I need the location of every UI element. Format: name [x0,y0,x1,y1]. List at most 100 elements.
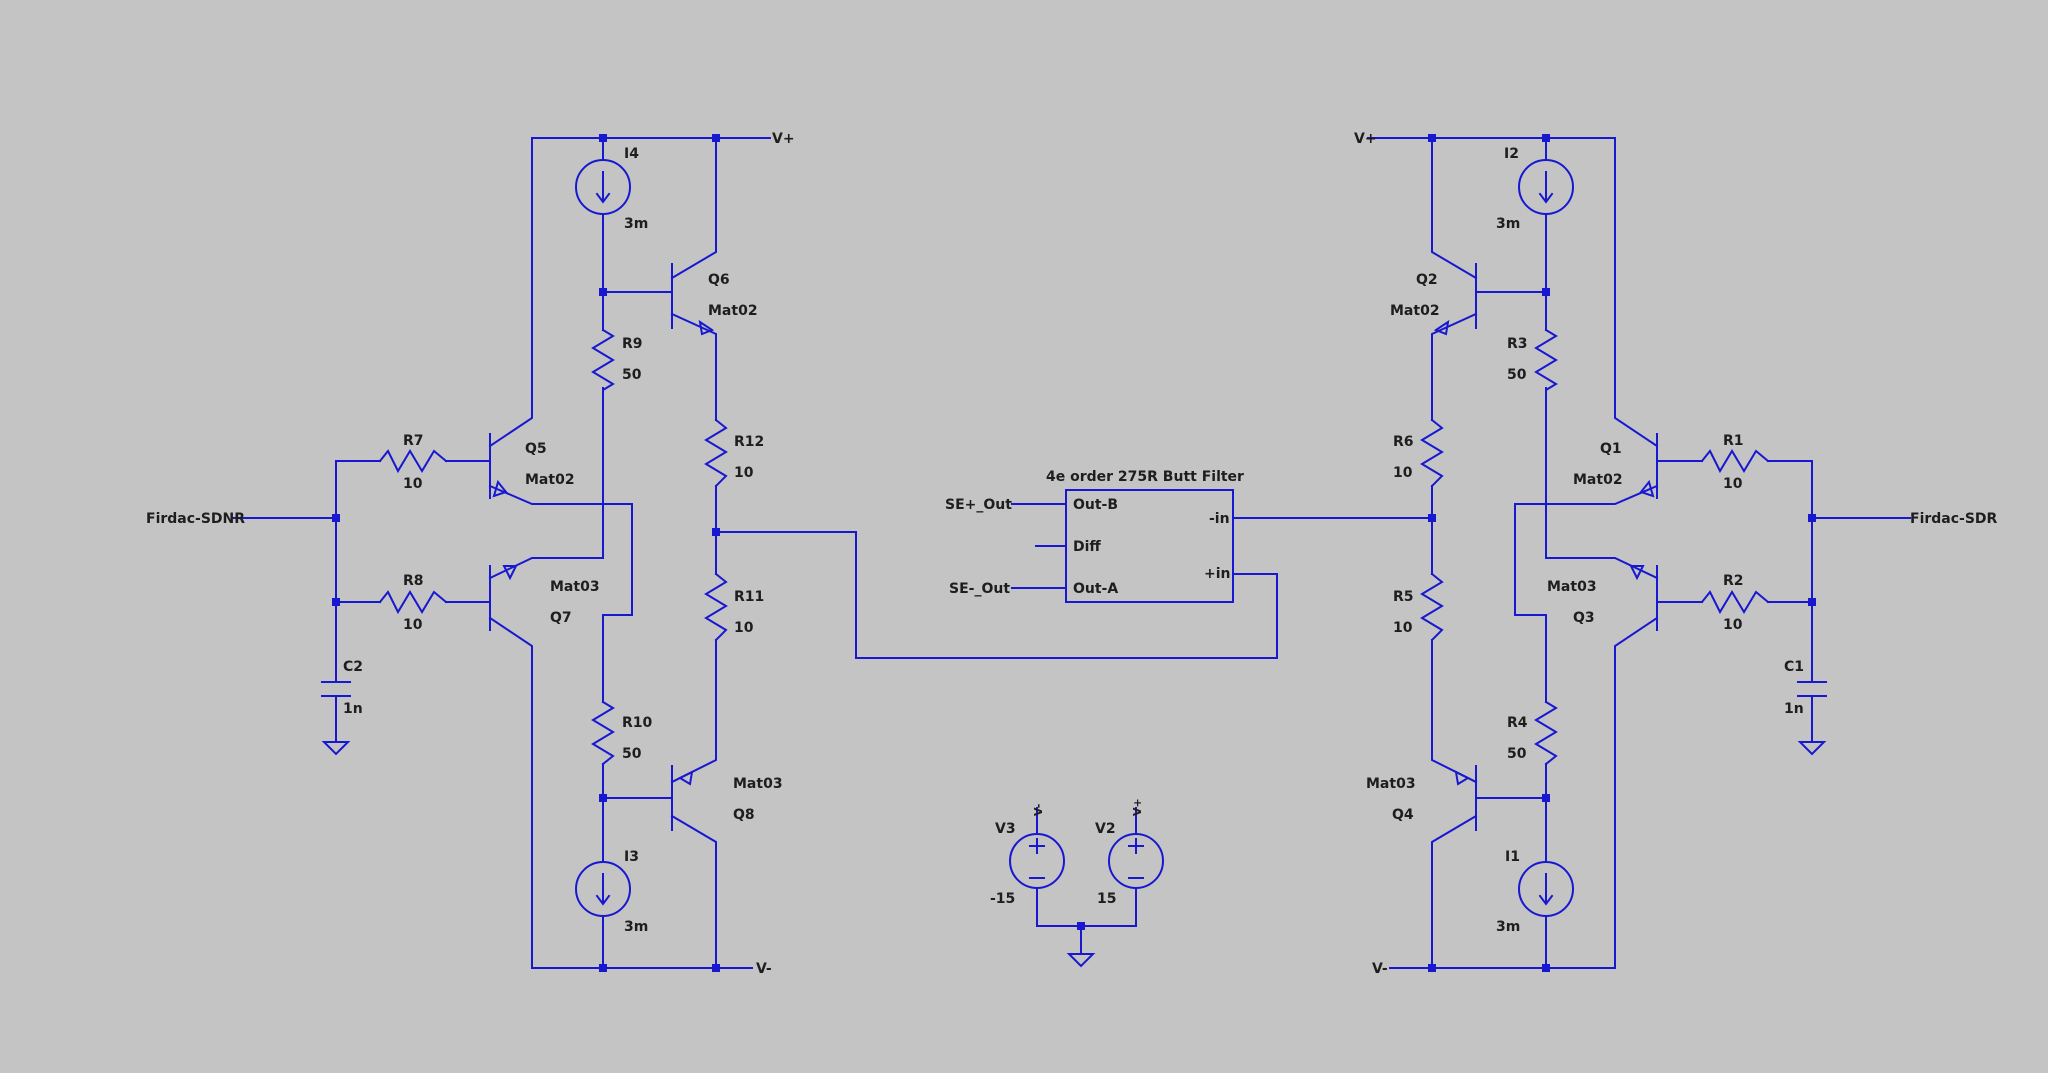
v2-voltage-source-icon[interactable] [1108,807,1164,889]
r6-label: R6 [1393,434,1414,450]
r6-resistor-icon[interactable] [1420,418,1444,488]
wire-q7-emitter[interactable] [488,387,604,580]
wire-q6-emitter-r12[interactable] [670,312,717,421]
q6-label: Q6 [708,272,730,288]
r12-resistor-icon[interactable] [704,418,728,488]
wire-out-left-to-plus-in[interactable] [715,531,1278,659]
junction-dot [1428,514,1436,522]
i2-current-source-icon[interactable] [1518,159,1574,215]
junction-dot [1542,288,1550,296]
v3-value: -15 [990,891,1015,907]
right-circuit [1232,137,1911,969]
wire-q1-emitter[interactable] [1514,484,1659,703]
r1-label: R1 [1723,433,1744,449]
q3-model: Mat03 [1547,579,1597,595]
wire-r7-top[interactable] [335,460,381,603]
c2-capacitor-icon[interactable] [321,681,351,697]
wire-q7-collector[interactable] [488,616,533,969]
filter-pin-plus-in: +in [1204,566,1231,582]
c2-label: C2 [343,659,363,675]
r4-value: 50 [1507,746,1527,762]
i3-current-source-icon[interactable] [575,861,631,917]
wire-q3-emitter[interactable] [1545,387,1659,580]
r10-value: 50 [622,746,642,762]
q8-label: Q8 [733,807,755,823]
v2-node-label: V+ [1131,798,1144,816]
v3-label: V3 [995,821,1016,837]
q6-emitter-arrow-icon [698,319,715,336]
wire-q4-collector[interactable] [1431,814,1478,969]
r3-value: 50 [1507,367,1527,383]
r4-label: R4 [1507,715,1528,731]
wire-q1-collector[interactable] [1614,137,1659,448]
r4-resistor-icon[interactable] [1534,700,1558,766]
junction-dot [712,528,720,536]
resistors [378,328,1770,766]
q5-model: Mat02 [525,472,575,488]
q5-label: Q5 [525,441,547,457]
q6-model: Mat02 [708,303,758,319]
net-label-se-plus-out: SE+_Out [945,497,1012,513]
ground-icon [1066,953,1096,968]
r1-value: 10 [1723,476,1743,492]
wire-q3-collector[interactable] [1614,616,1659,969]
filter-pin-out-a: Out-A [1073,581,1118,597]
r10-resistor-icon[interactable] [591,700,615,766]
net-label-vplus-right: V+ [1354,131,1377,147]
wire-r5-q4[interactable] [1431,639,1478,784]
q4-emitter-arrow-icon [1454,770,1471,786]
r8-resistor-icon[interactable] [378,590,448,615]
i2-value: 3m [1496,216,1520,232]
junction-dot [599,288,607,296]
wire-q2-collector[interactable] [1431,137,1478,280]
r3-resistor-icon[interactable] [1534,328,1558,427]
junction-dot [332,598,340,606]
wire-q8-collector[interactable] [670,814,717,969]
net-label-se-minus-out: SE-_Out [949,581,1010,597]
v2-value: 15 [1097,891,1116,907]
q1-emitter-arrow-icon [1639,479,1655,498]
r5-resistor-icon[interactable] [1420,572,1444,642]
v3-voltage-source-icon[interactable] [1009,807,1137,927]
i1-current-source-icon[interactable] [1518,861,1574,917]
butterworth-filter-block[interactable] [1011,489,1234,603]
wire-r11-q8[interactable] [670,639,717,784]
junction-dot [1428,134,1436,142]
r9-resistor-icon[interactable] [591,328,615,427]
wire-q2-emitter-r6[interactable] [1431,312,1478,421]
wire-q5-collector[interactable] [488,137,533,448]
wire-r1-top[interactable] [1767,460,1813,603]
c1-capacitor-icon[interactable] [1797,681,1827,697]
r7-value: 10 [403,476,423,492]
filter-pin-diff: Diff [1073,539,1101,555]
junction-dot [1542,964,1550,972]
wire-q5-emitter[interactable] [488,484,633,703]
junction-dot [1542,134,1550,142]
q3-emitter-arrow-icon [1629,565,1645,581]
q5-emitter-arrow-icon [492,479,508,498]
r2-resistor-icon[interactable] [1700,590,1770,615]
r2-value: 10 [1723,617,1743,633]
r12-label: R12 [734,434,764,450]
i1-label: I1 [1505,849,1520,865]
i1-value: 3m [1496,919,1520,935]
r11-resistor-icon[interactable] [704,572,728,642]
junction-dot [599,964,607,972]
i4-current-source-icon[interactable] [575,159,631,215]
wire-q6-collector[interactable] [670,137,717,280]
filter-title: 4e order 275R Butt Filter [1046,469,1244,485]
junction-dot [1542,794,1550,802]
q4-model: Mat03 [1366,776,1416,792]
junction-dots [332,134,1816,972]
q3-label: Q3 [1573,610,1595,626]
r7-resistor-icon[interactable] [378,449,448,474]
r1-resistor-icon[interactable] [1700,449,1770,474]
r7-label: R7 [403,433,424,449]
net-label-firdac-sdnr: Firdac-SDNR [146,511,245,527]
q4-label: Q4 [1392,807,1414,823]
junction-dot [1808,598,1816,606]
net-label-vminus-left: V- [756,961,772,977]
junction-dot [599,134,607,142]
q2-label: Q2 [1416,272,1438,288]
